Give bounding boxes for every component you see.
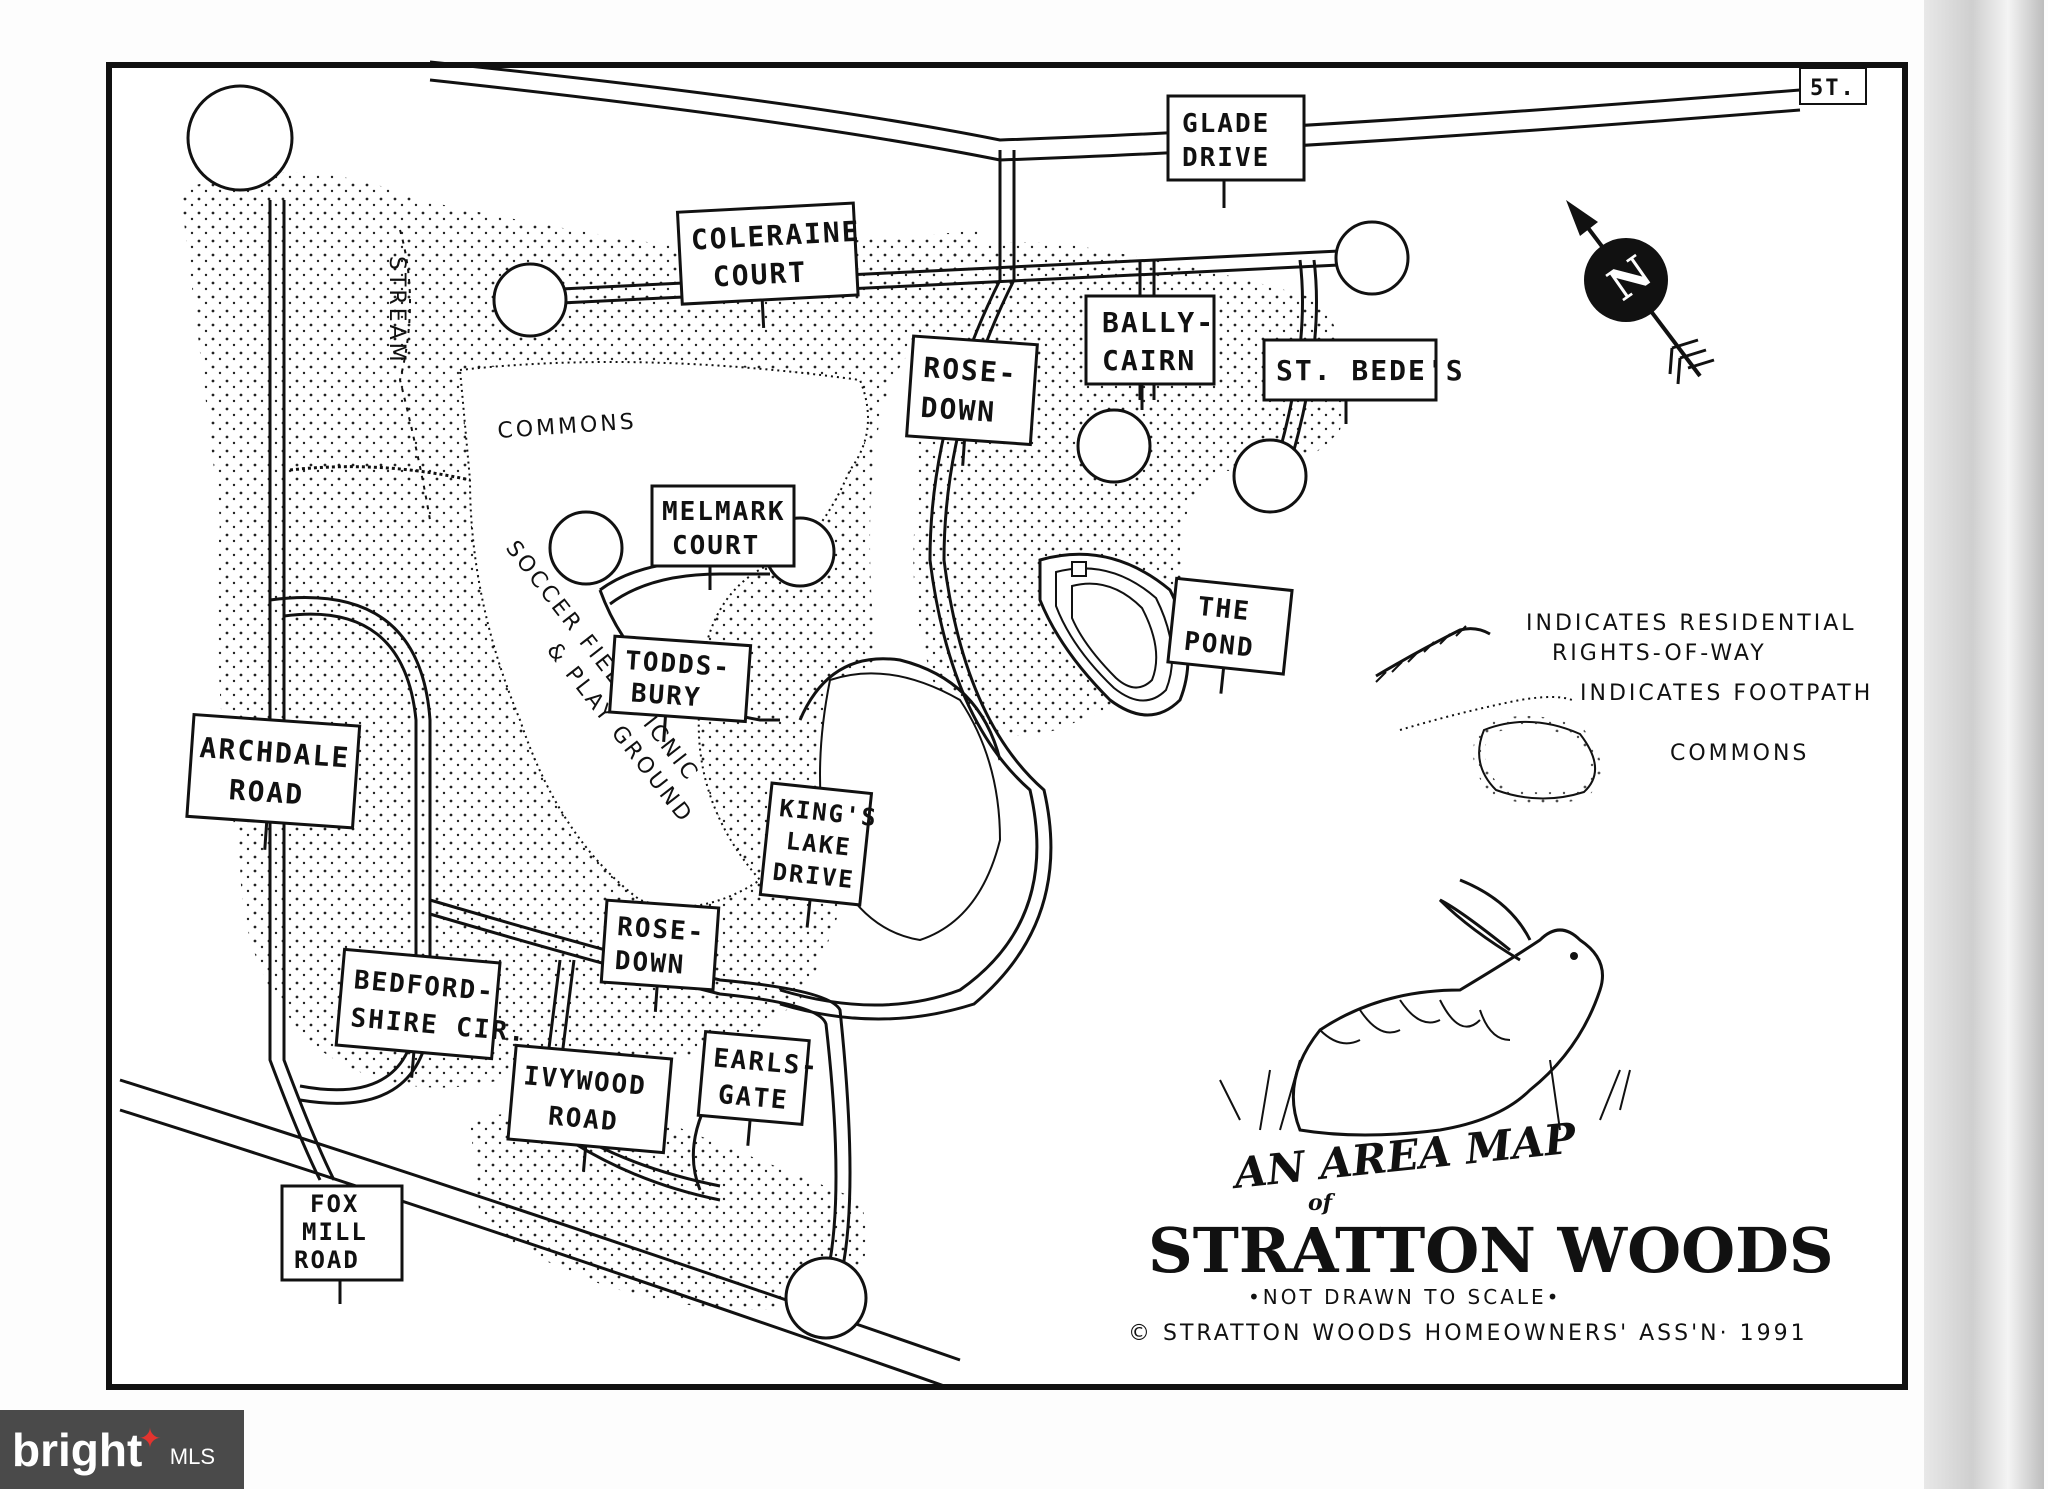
sign-archdale-road: ARCHDALE ROAD bbox=[185, 712, 362, 850]
cul-de-sac-ne bbox=[1334, 220, 1410, 296]
melmark-court-line2: COURT bbox=[672, 531, 760, 561]
legend-residential-line2: RIGHTS-OF-WAY bbox=[1552, 641, 1767, 666]
map-title: AN AREA MAP of STRATTON WOODS •NOT DRAWN… bbox=[1128, 1113, 1834, 1346]
melmark-court-line1: MELMARK bbox=[662, 497, 786, 527]
archdale-road-line2: ROAD bbox=[228, 773, 306, 811]
sign-rose-down-south: ROSE- DOWN bbox=[599, 898, 721, 1012]
sign-ivywood-road: IVYWOOD ROAD bbox=[506, 1043, 674, 1172]
corner-mark-box bbox=[1799, 67, 1867, 105]
sign-bally-cairn: BALLY- CAIRN bbox=[1084, 294, 1216, 410]
corner-mark: 5T. bbox=[1810, 76, 1856, 101]
kings-lake-line2: LAKE bbox=[785, 827, 853, 862]
sign-rose-down-north: ROSE- DOWN bbox=[905, 334, 1039, 466]
sign-fox-mill-road: FOX MILL ROAD bbox=[280, 1184, 404, 1304]
book-binding-edge bbox=[1924, 0, 2044, 1489]
legend-footpath: INDICATES FOOTPATH bbox=[1580, 681, 1873, 706]
sign-glade-drive: GLADE DRIVE bbox=[1166, 94, 1306, 208]
compass: N bbox=[1566, 200, 1715, 385]
sign-melmark-court: MELMARK COURT bbox=[650, 484, 796, 590]
the-pond-line1: THE bbox=[1196, 592, 1252, 627]
legend-residential-line1: INDICATES RESIDENTIAL bbox=[1526, 611, 1857, 636]
glade-drive-line1: GLADE bbox=[1182, 109, 1270, 139]
sign-coleraine-court: COLERAINE COURT bbox=[675, 201, 861, 328]
title-line2: STRATTON WOODS bbox=[1148, 1214, 1834, 1287]
roads bbox=[119, 60, 1801, 1390]
title-of: of bbox=[1308, 1190, 1336, 1216]
todds-bury-line2: BURY bbox=[630, 678, 703, 713]
compass-arrow-fletching bbox=[1668, 338, 1715, 385]
coleraine-court-line2: COURT bbox=[712, 256, 808, 294]
watermark-star-icon: ✦ bbox=[138, 1423, 162, 1455]
fox-mill-line1: FOX bbox=[310, 1190, 359, 1218]
cul-de-sac-melmark-w bbox=[548, 510, 624, 586]
rose-down-south-line1: ROSE- bbox=[616, 912, 706, 948]
cul-de-sacs bbox=[186, 84, 1410, 1340]
sign-todds-bury: TODDS- BURY bbox=[608, 634, 753, 742]
brightmls-watermark: bright ✦ MLS bbox=[0, 1410, 244, 1489]
cul-de-sac-bally-cairn bbox=[1076, 408, 1152, 484]
rabbit-illustration bbox=[1219, 878, 1631, 1137]
cul-de-sac-st-bedes bbox=[1232, 438, 1308, 514]
bally-cairn-line1: BALLY- bbox=[1102, 306, 1215, 339]
compass-arrow-head bbox=[1566, 200, 1598, 236]
pond bbox=[1038, 552, 1190, 717]
sign-st-bedes: ST. BEDE'S bbox=[1262, 338, 1465, 424]
sign-the-pond: THE POND bbox=[1166, 576, 1294, 694]
sign-kings-lake-drive: KING'S LAKE DRIVE bbox=[758, 781, 879, 928]
cul-de-sac-coleraine bbox=[492, 262, 568, 338]
earlsgate-line2: GATE bbox=[717, 1080, 790, 1116]
the-pond-line2: POND bbox=[1183, 627, 1256, 664]
fox-mill-line2: MILL bbox=[302, 1218, 368, 1246]
stream-label: STREAM bbox=[384, 256, 409, 365]
legend-commons: COMMONS bbox=[1670, 741, 1809, 766]
rose-down-north-line1: ROSE- bbox=[922, 351, 1018, 390]
todds-bury-line1: TODDS- bbox=[624, 646, 732, 683]
cul-de-sac-nw bbox=[186, 84, 294, 192]
legend: INDICATES RESIDENTIAL RIGHTS-OF-WAY INDI… bbox=[1375, 611, 1873, 805]
residential-hatch-icon bbox=[1375, 625, 1467, 683]
bally-cairn-line2: CAIRN bbox=[1102, 344, 1196, 377]
rose-down-north-line2: DOWN bbox=[920, 391, 998, 429]
fox-mill-line3: ROAD bbox=[294, 1246, 360, 1274]
title-copyright: © STRATTON WOODS HOMEOWNERS' ASS'N· 1991 bbox=[1128, 1321, 1808, 1346]
rose-down-south-line2: DOWN bbox=[614, 946, 687, 981]
st-bedes-line1: ST. BEDE'S bbox=[1276, 354, 1465, 387]
sign-earlsgate: EARLS- GATE bbox=[696, 1029, 820, 1146]
compass-disc bbox=[1584, 238, 1668, 322]
footpath-icon bbox=[1399, 696, 1573, 731]
stream-line bbox=[398, 229, 431, 521]
watermark-brand: bright bbox=[12, 1423, 143, 1476]
glade-drive-line2: DRIVE bbox=[1182, 143, 1270, 173]
ivywood-line2: ROAD bbox=[547, 1101, 620, 1137]
cul-de-sac-south bbox=[784, 1256, 868, 1340]
title-note: •NOT DRAWN TO SCALE• bbox=[1248, 1285, 1561, 1309]
watermark-suffix: MLS bbox=[169, 1443, 216, 1469]
